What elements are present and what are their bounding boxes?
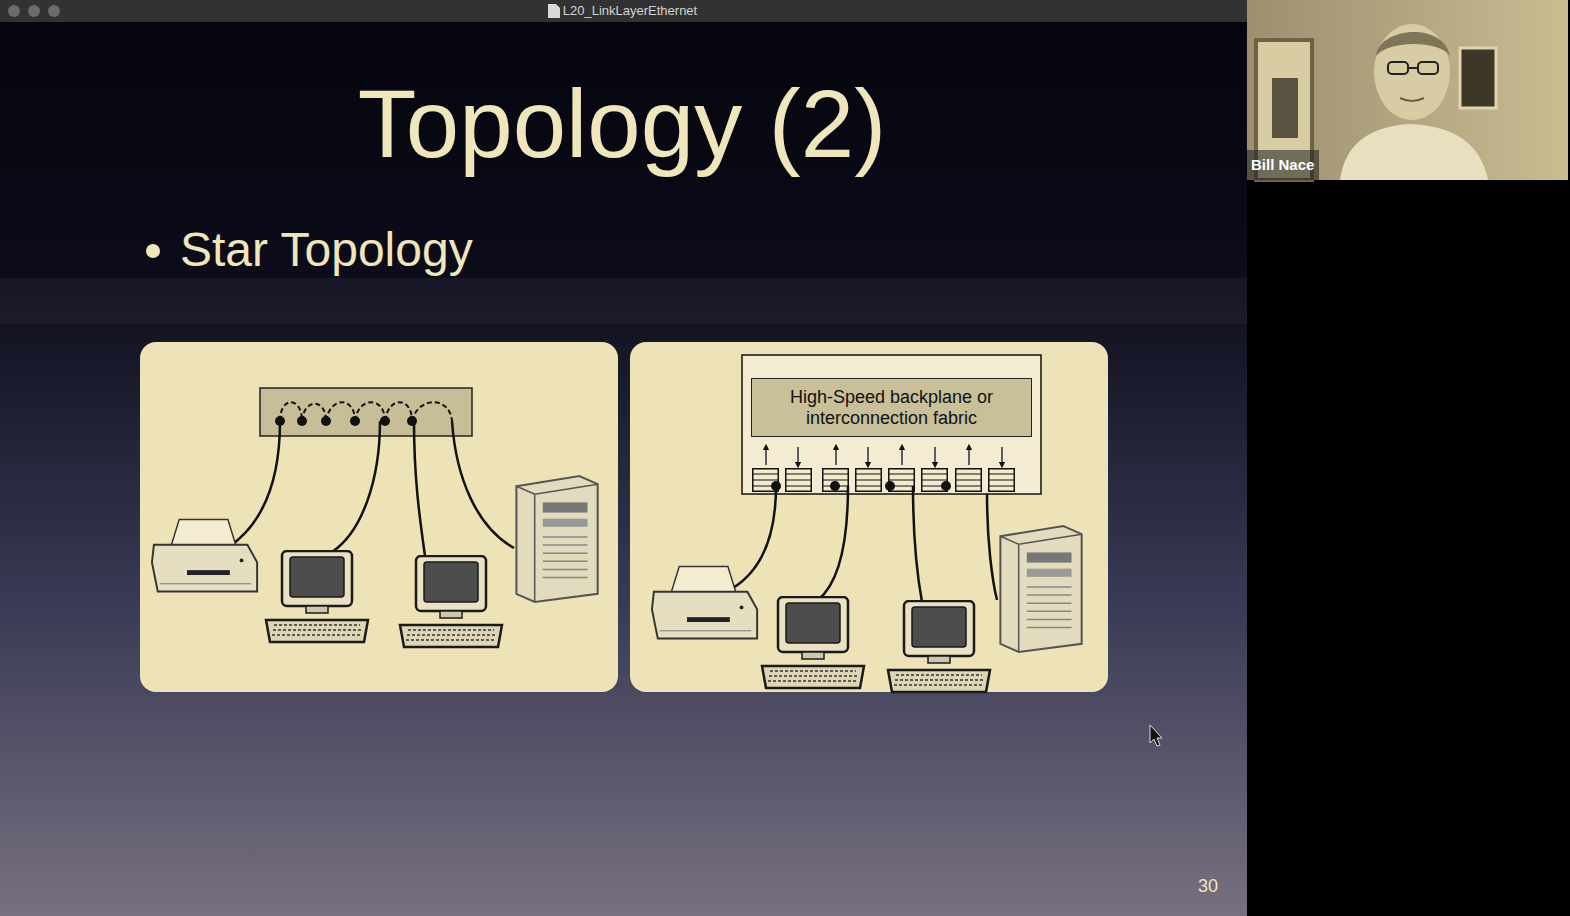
server-tower <box>1000 526 1081 652</box>
video-feed <box>1247 0 1568 180</box>
slide-title: Topology (2) <box>358 76 886 172</box>
node-text: High-Speed backplane or interconnection … <box>760 387 1023 428</box>
bullet <box>146 244 160 258</box>
window-title: L20_LinkLayerEthernet <box>563 4 697 17</box>
document-icon <box>548 4 560 18</box>
slide-background <box>0 22 1247 916</box>
hub-box <box>260 388 472 436</box>
server-tower <box>516 476 597 602</box>
port-buffer <box>752 469 1015 492</box>
bullet-text: Star Topology <box>180 226 473 274</box>
window-button <box>48 5 60 17</box>
buffer-arrow <box>766 447 1002 465</box>
panel <box>630 342 1108 692</box>
computer <box>266 551 368 642</box>
computer <box>762 597 864 688</box>
hub-port <box>275 416 417 426</box>
computer <box>888 601 990 692</box>
slide-band <box>0 278 1247 324</box>
printer <box>652 567 757 639</box>
window-button <box>28 5 40 17</box>
switch-box <box>742 355 1041 494</box>
printer <box>152 520 257 592</box>
computer <box>400 556 502 647</box>
slide-number: 30 <box>1198 877 1218 895</box>
panel <box>140 342 618 692</box>
title-bar <box>0 0 1247 22</box>
backplane-box: High-Speed backplane or interconnection … <box>751 378 1032 437</box>
switch-port <box>771 481 951 491</box>
side-panel <box>1247 0 1570 916</box>
mouse-cursor <box>1150 725 1162 746</box>
window-button <box>8 5 20 17</box>
cable <box>726 486 997 602</box>
participant-name: Bill Nace <box>1251 157 1314 172</box>
cable <box>230 421 514 556</box>
